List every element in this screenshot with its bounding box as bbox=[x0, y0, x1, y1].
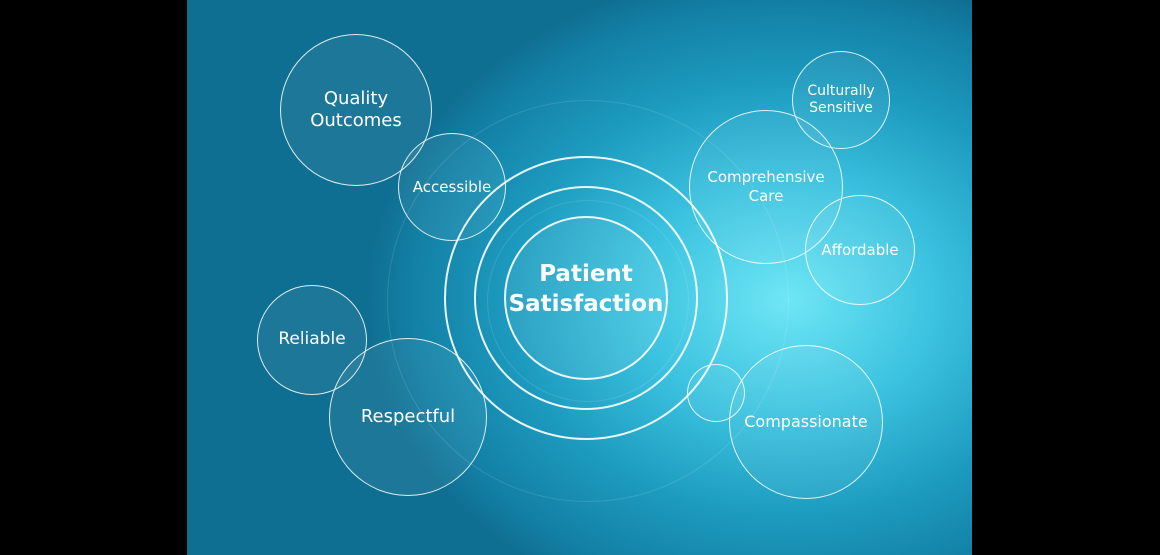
bubble-label: Affordable bbox=[821, 240, 899, 259]
bubble-accessible: Accessible bbox=[398, 133, 506, 241]
center-label: Patient Satisfaction bbox=[508, 261, 664, 317]
bubble-label: Respectful bbox=[360, 405, 456, 427]
bubble-label: Culturally Sensitive bbox=[807, 82, 875, 117]
diagram-canvas: Patient Satisfaction Quality Outcomes Ac… bbox=[187, 0, 972, 555]
bubble-compassionate: Compassionate bbox=[729, 345, 883, 499]
bubble-respectful: Respectful bbox=[329, 338, 487, 496]
outer-ring bbox=[444, 156, 728, 440]
ripple bbox=[387, 100, 789, 502]
bubble-label: Compassionate bbox=[744, 412, 868, 431]
bubble-affordable: Affordable bbox=[805, 195, 915, 305]
bubble-label: Reliable bbox=[278, 329, 346, 350]
bubble-comprehensive-care: Comprehensive Care bbox=[689, 110, 843, 264]
bubble-label: Comprehensive Care bbox=[707, 168, 825, 205]
middle-ring bbox=[474, 186, 698, 410]
inner-ring bbox=[504, 216, 668, 380]
bubble-label: Accessible bbox=[412, 177, 492, 196]
bubble-label: Quality Outcomes bbox=[310, 87, 402, 132]
